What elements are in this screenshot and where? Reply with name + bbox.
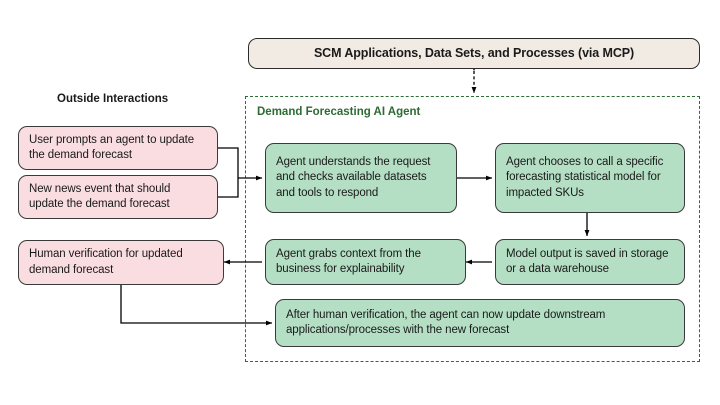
node-agent-chooses-model-label: Agent chooses to call a specific forecas… [506, 156, 664, 199]
node-agent-grabs-context-label: Agent grabs context from the business fo… [276, 247, 421, 275]
node-agent-chooses-model[interactable]: Agent chooses to call a specific forecas… [495, 143, 685, 213]
top-systems-box[interactable]: SCM Applications, Data Sets, and Process… [248, 38, 700, 69]
agent-title: Demand Forecasting AI Agent [257, 106, 421, 118]
node-human-verification-label: Human verification for updated demand fo… [29, 248, 183, 276]
node-agent-understands-label: Agent understands the request and checks… [276, 156, 431, 199]
node-agent-understands[interactable]: Agent understands the request and checks… [265, 143, 457, 213]
node-model-output-saved-label: Model output is saved in storage or a da… [506, 247, 669, 275]
node-user-prompt[interactable]: User prompts an agent to update the dema… [18, 126, 218, 170]
node-model-output-saved[interactable]: Model output is saved in storage or a da… [495, 239, 685, 285]
node-news-event[interactable]: New news event that should update the de… [18, 175, 218, 219]
top-systems-label: SCM Applications, Data Sets, and Process… [313, 46, 635, 61]
node-update-downstream-label: After human verification, the agent can … [286, 308, 606, 336]
node-user-prompt-label: User prompts an agent to update the dema… [29, 133, 195, 161]
node-human-verification[interactable]: Human verification for updated demand fo… [18, 240, 224, 285]
node-update-downstream[interactable]: After human verification, the agent can … [275, 299, 685, 347]
agent-boundary [245, 96, 700, 362]
node-agent-grabs-context[interactable]: Agent grabs context from the business fo… [265, 239, 466, 285]
outside-interactions-title: Outside Interactions [57, 93, 169, 105]
node-news-event-label: New news event that should update the de… [29, 182, 171, 210]
